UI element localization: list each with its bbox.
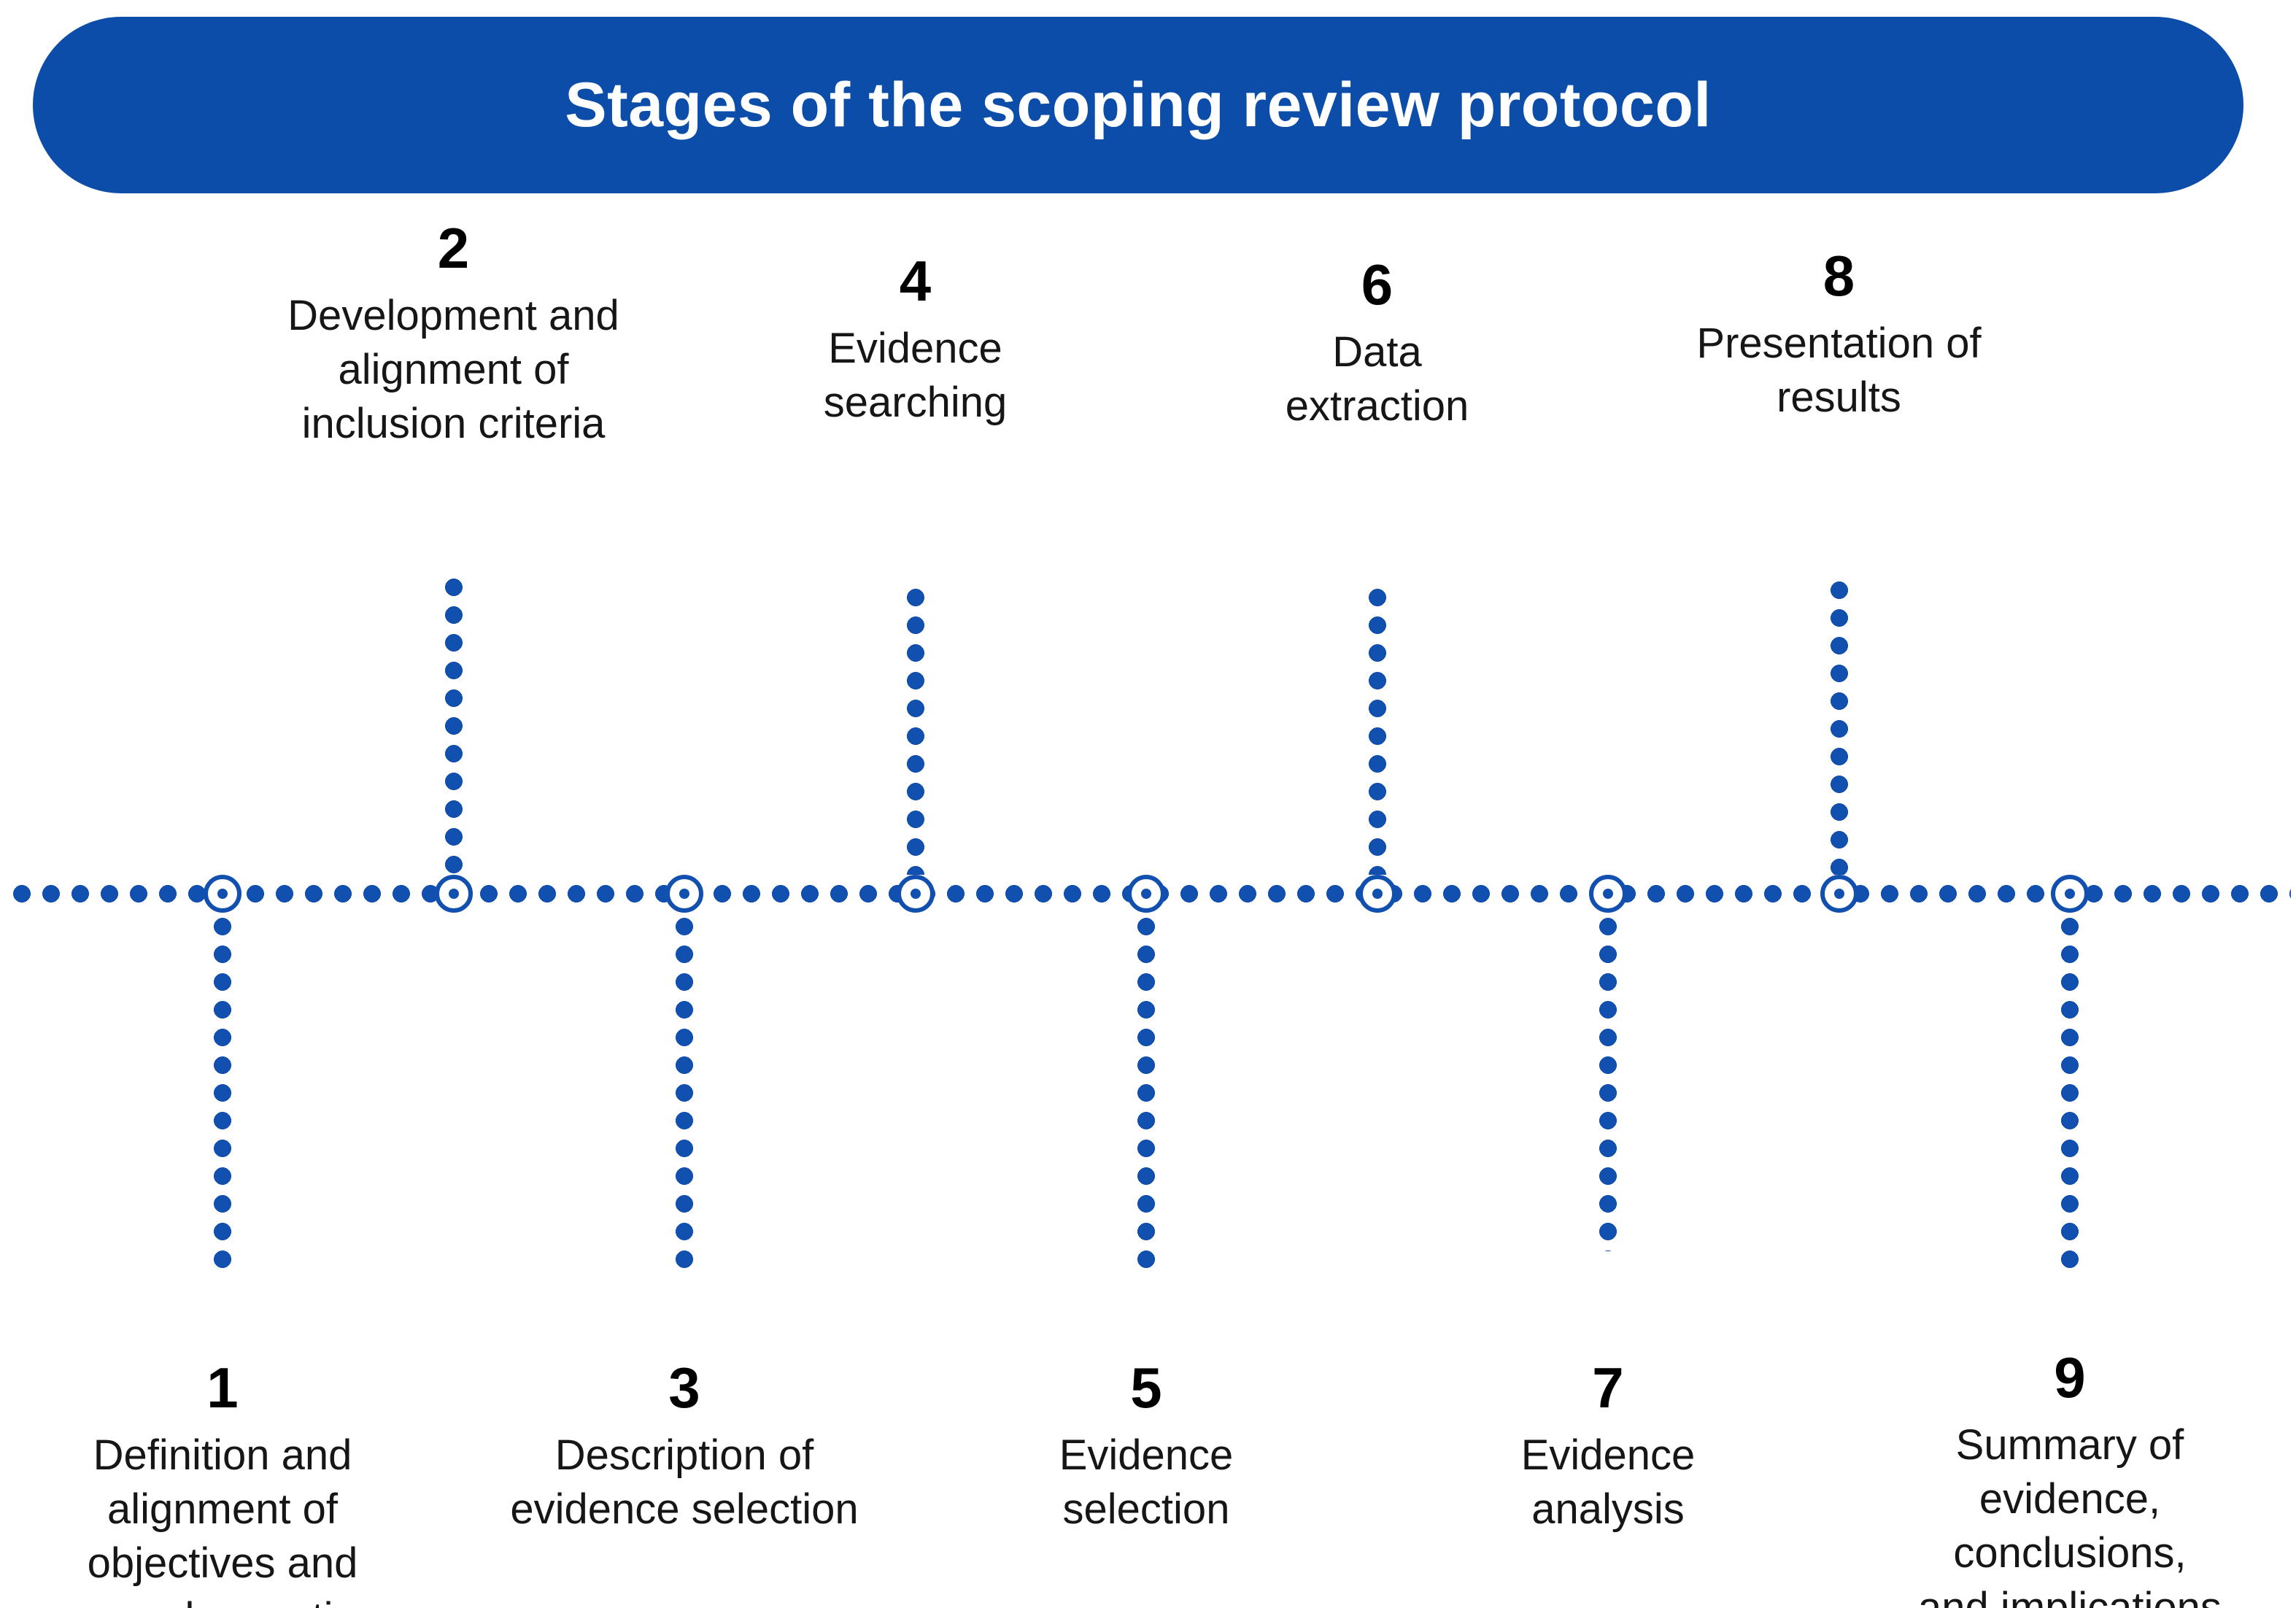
- timeline-node-stage-4[interactable]: [892, 870, 939, 917]
- stage-title-4: Evidence searching: [823, 324, 1008, 427]
- stage-number-4: 4: [899, 249, 932, 313]
- page-title: Stages of the scoping review protocol: [565, 70, 1712, 140]
- node-core-dot-icon: [679, 889, 689, 899]
- stage-number-6: 6: [1361, 252, 1394, 317]
- stage-title-9: Summary of evidence, conclusions, and im…: [1918, 1420, 2222, 1608]
- node-core-dot-icon: [1141, 889, 1151, 899]
- node-core-dot-icon: [2065, 889, 2075, 899]
- connector-line-stage-2: [444, 573, 463, 875]
- figure-title-banner: Stages of the scoping review protocol: [33, 17, 2243, 193]
- connector-line-stage-7: [1599, 913, 1617, 1251]
- timeline-node-stage-9[interactable]: [2046, 870, 2093, 917]
- node-core-dot-icon: [910, 889, 921, 899]
- stage-number-1: 1: [206, 1356, 239, 1420]
- stage-number-2: 2: [437, 216, 470, 280]
- stage-title-5: Evidence selection: [1059, 1431, 1234, 1534]
- node-core-dot-icon: [1833, 889, 1844, 899]
- timeline-node-stage-1[interactable]: [199, 870, 246, 917]
- timeline-node-stage-2[interactable]: [430, 870, 477, 917]
- node-ring-icon: [1589, 875, 1627, 913]
- stage-number-3: 3: [668, 1356, 700, 1420]
- connector-line-stage-8: [1830, 576, 1848, 875]
- timeline-node-stage-5[interactable]: [1123, 870, 1170, 917]
- stage-title-8: Presentation of results: [1696, 319, 1982, 422]
- timeline-node-stage-6[interactable]: [1354, 870, 1401, 917]
- node-core-dot-icon: [448, 889, 459, 899]
- timeline-node-stage-7[interactable]: [1585, 870, 1631, 917]
- stage-title-7: Evidence analysis: [1520, 1431, 1696, 1534]
- stage-title-3: Description of evidence selection: [510, 1431, 859, 1534]
- stage-number-9: 9: [2054, 1345, 2086, 1410]
- stage-title-2: Development and alignment of inclusion c…: [287, 291, 619, 448]
- node-ring-icon: [434, 875, 473, 913]
- stage-number-5: 5: [1130, 1356, 1162, 1420]
- node-core-dot-icon: [1603, 889, 1613, 899]
- stage-title-6: Data extraction: [1285, 328, 1469, 430]
- connector-line-stage-3: [676, 913, 693, 1273]
- connector-line-stage-6: [1368, 584, 1386, 875]
- node-core-dot-icon: [1372, 889, 1383, 899]
- connector-line-stage-9: [2061, 913, 2079, 1273]
- timeline-node-stage-8[interactable]: [1816, 870, 1863, 917]
- stage-number-8: 8: [1823, 244, 1855, 308]
- stage-number-7: 7: [1592, 1356, 1624, 1420]
- timeline-node-stage-3[interactable]: [661, 870, 708, 917]
- stage-title-1: Definition and alignment of objectives a…: [44, 1431, 401, 1608]
- connector-line-stage-4: [906, 584, 924, 875]
- node-core-dot-icon: [217, 889, 228, 899]
- node-ring-icon: [896, 875, 935, 913]
- connector-line-stage-1: [214, 913, 231, 1273]
- connector-line-stage-5: [1137, 913, 1155, 1273]
